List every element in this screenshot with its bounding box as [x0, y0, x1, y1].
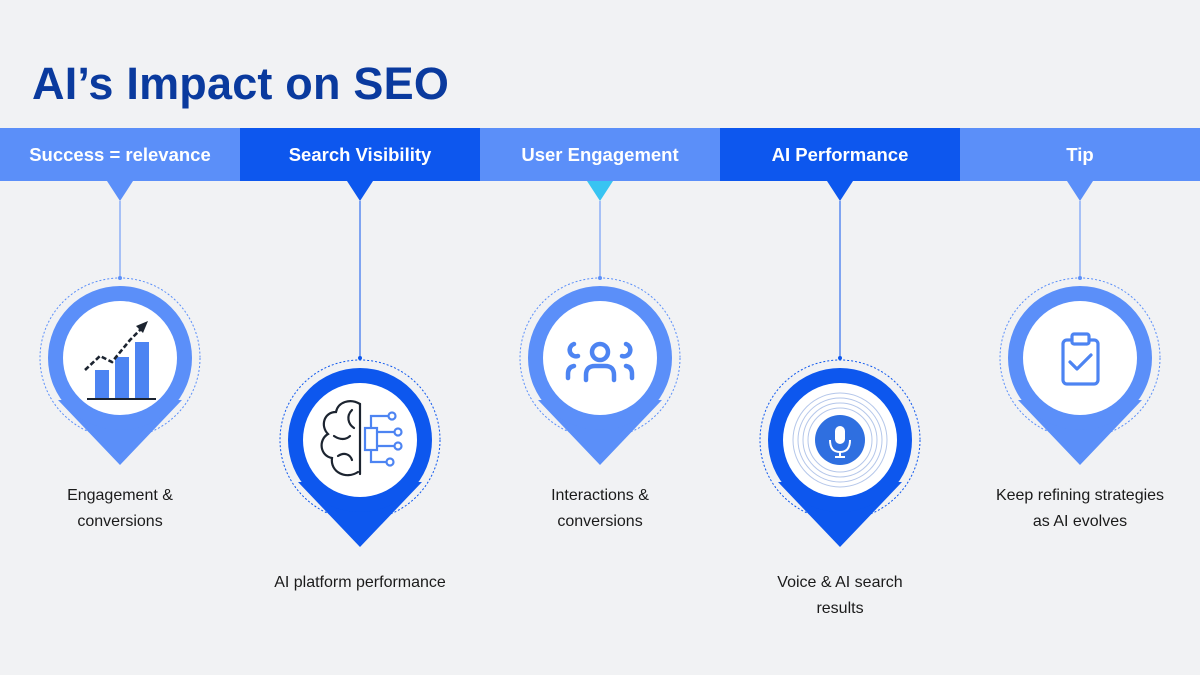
header-pointer: [107, 181, 133, 201]
header-ai-performance: AI Performance: [720, 128, 960, 201]
caption-search-visibility: AI platform performance: [240, 570, 480, 596]
users-group-icon: [565, 341, 635, 383]
brain-circuit-icon: [320, 400, 403, 477]
caption-line: conversions: [77, 513, 163, 530]
header-pointer: [827, 181, 853, 201]
caption-line: as AI evolves: [1032, 513, 1128, 530]
header-pointer: [347, 181, 373, 201]
caption-user-engagement: Interactions & conversions: [480, 483, 720, 535]
caption-success-relevance: Engagement & conversions: [0, 483, 240, 535]
header-search-visibility: Search Visibility: [240, 128, 480, 201]
microphone-icon: [815, 415, 865, 465]
caption-line: Engagement &: [67, 487, 173, 504]
clipboard-check-icon: [1061, 332, 1100, 386]
header-label: Success = relevance: [29, 143, 211, 165]
header-label: Search Visibility: [288, 143, 432, 165]
caption-tip: Keep refining strategies as AI evolves: [960, 483, 1200, 535]
header-pointer: [1067, 181, 1093, 201]
marker-tip: [999, 201, 1161, 465]
marker-user-engagement: [519, 201, 681, 465]
sound-wave-rings: [792, 392, 888, 488]
header-label: AI Performance: [771, 143, 909, 165]
marker-ai-performance: [759, 201, 921, 547]
caption-line: Voice & AI search: [777, 574, 903, 591]
caption-ai-performance: Voice & AI search results: [720, 570, 960, 622]
header-pointer: [587, 181, 613, 201]
page-title: AI’s Impact on SEO: [32, 58, 450, 109]
header-label: User Engagement: [521, 143, 679, 165]
caption-line: AI platform performance: [274, 574, 446, 591]
header-label: Tip: [1066, 143, 1094, 165]
caption-line: conversions: [557, 513, 643, 530]
connector-dot: [838, 356, 842, 360]
caption-line: Interactions &: [551, 487, 649, 504]
caption-line: Keep refining strategies: [995, 487, 1165, 504]
caption-line: results: [816, 600, 864, 617]
marker-search-visibility: [279, 201, 441, 547]
pin-inner-circle: [1023, 301, 1137, 415]
marker-success-relevance: [39, 201, 201, 465]
header-band: Success = relevance Search Visibility Us…: [0, 128, 1200, 201]
header-tip: Tip: [960, 128, 1200, 201]
connector-dot: [358, 356, 362, 360]
bar-chart-growth-icon: [84, 321, 156, 400]
header-user-engagement: User Engagement: [480, 128, 720, 201]
header-success-relevance: Success = relevance: [0, 128, 240, 201]
